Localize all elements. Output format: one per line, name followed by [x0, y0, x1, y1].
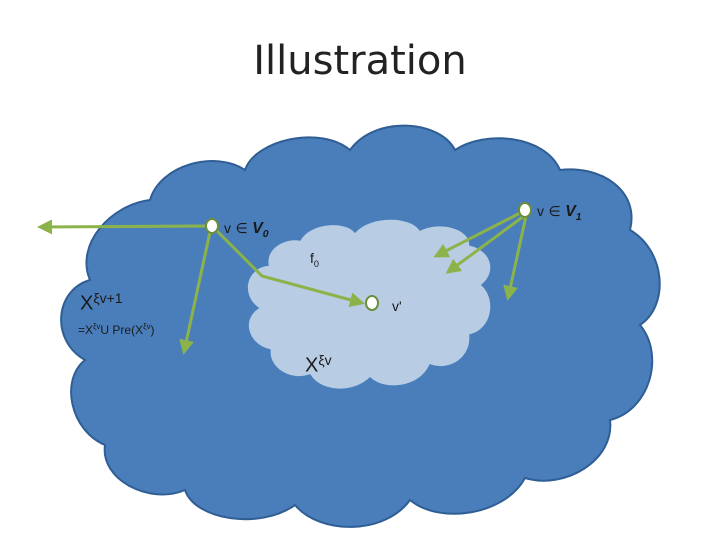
slide-title: Illustration [253, 38, 467, 84]
label-v-prime: v' [392, 298, 402, 314]
label-x-next: Xξv+1 [80, 290, 123, 315]
label-x-inner-sup: ξv [318, 352, 332, 368]
label-x-next-def: =XξvU Pre(Xξv) [78, 322, 155, 337]
label-f0: f0 [310, 250, 319, 269]
node-vprime [365, 295, 379, 311]
arrow-v0-down [179, 231, 212, 355]
label-x-inner: Xξv [305, 352, 332, 377]
label-x-next-base: X [80, 292, 94, 315]
label-v1: v ∈ V1 [537, 203, 582, 223]
arrows [37, 210, 528, 355]
label-x-next-sup: ξv+1 [93, 290, 123, 306]
arrow-v0-to-vprime [212, 226, 365, 308]
label-v0-in: ∈ [235, 220, 248, 236]
label-v0: v ∈ V0 [224, 220, 269, 240]
nodes [205, 202, 532, 311]
arrow-v1-down-left [445, 214, 525, 274]
label-v0-v: v [224, 220, 231, 236]
arrow-v1-down [503, 215, 528, 301]
label-v0-set: V0 [252, 220, 269, 241]
label-x-inner-base: X [305, 354, 319, 377]
label-v1-set: V1 [565, 203, 582, 224]
node-v0 [205, 218, 219, 234]
label-v1-in: ∈ [548, 203, 561, 219]
arrow-v0-left [37, 219, 207, 235]
node-v1 [518, 202, 532, 218]
arrow-v1-left [433, 210, 523, 258]
label-v1-v: v [537, 203, 544, 219]
